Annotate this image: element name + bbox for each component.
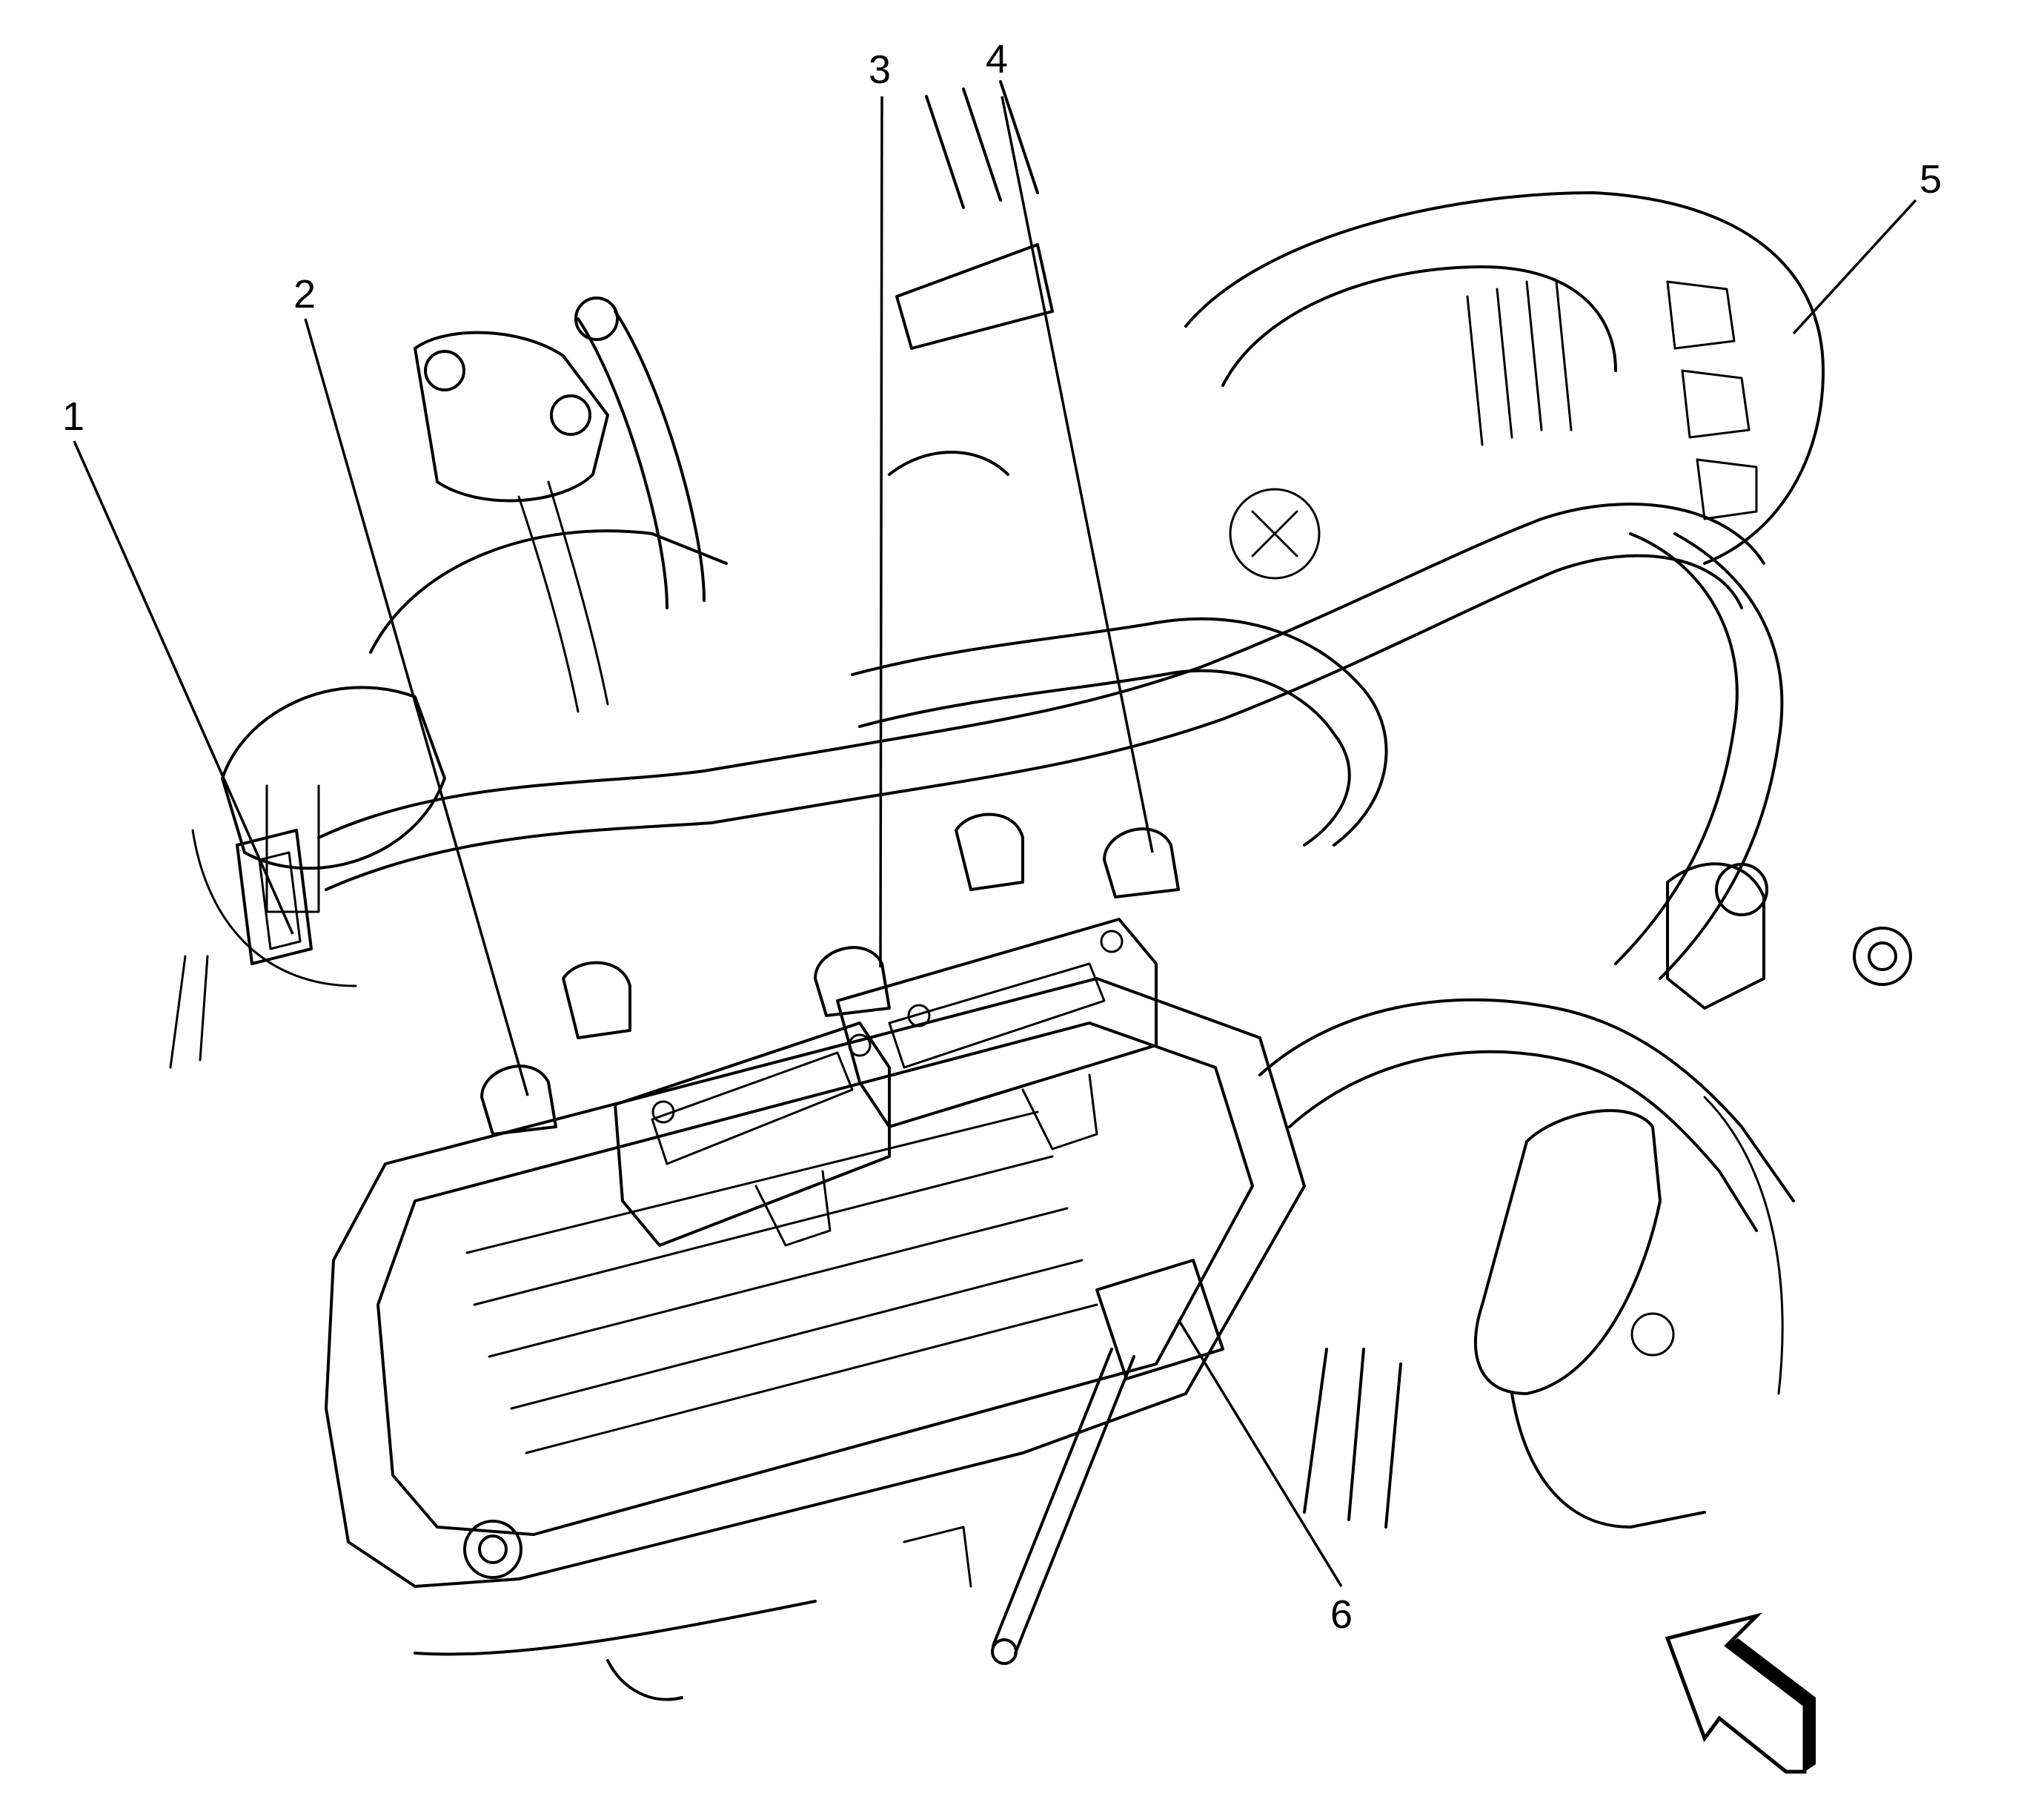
- lower-frame: [414, 1526, 972, 1701]
- leader-5: [1792, 199, 1917, 335]
- leader-3: [879, 96, 883, 968]
- leader-2: [304, 318, 529, 1096]
- left-sensor-connector: [169, 829, 313, 1069]
- callout-1: 1: [62, 394, 84, 439]
- ignition-coil-module: [614, 918, 1158, 1247]
- leader-1: [73, 440, 294, 935]
- callout-5: 5: [1919, 157, 1942, 202]
- callout-labels: 1 2 3 4 5 6: [62, 37, 1942, 1637]
- throttle-body: [191, 331, 728, 987]
- dipstick-tube: [991, 1259, 1224, 1665]
- engine-line-art: [169, 80, 1912, 1701]
- spark-plug-connectors: [480, 812, 1180, 1136]
- leader-6: [1177, 1319, 1343, 1587]
- upper-hoses: [517, 80, 1912, 1010]
- valve-cover: [325, 977, 1306, 1588]
- wiring-harness: [317, 503, 1795, 1529]
- callout-6: 6: [1330, 1592, 1353, 1637]
- leader-4: [1001, 96, 1154, 853]
- callout-4: 4: [986, 37, 1008, 82]
- callout-2: 2: [293, 272, 316, 317]
- alternator: [1184, 191, 1825, 580]
- callout-3: 3: [869, 47, 891, 92]
- view-direction-arrow-icon: [1665, 1612, 1816, 1774]
- leader-lines: [73, 96, 1917, 1587]
- accessory-bracket: [1473, 1096, 1784, 1395]
